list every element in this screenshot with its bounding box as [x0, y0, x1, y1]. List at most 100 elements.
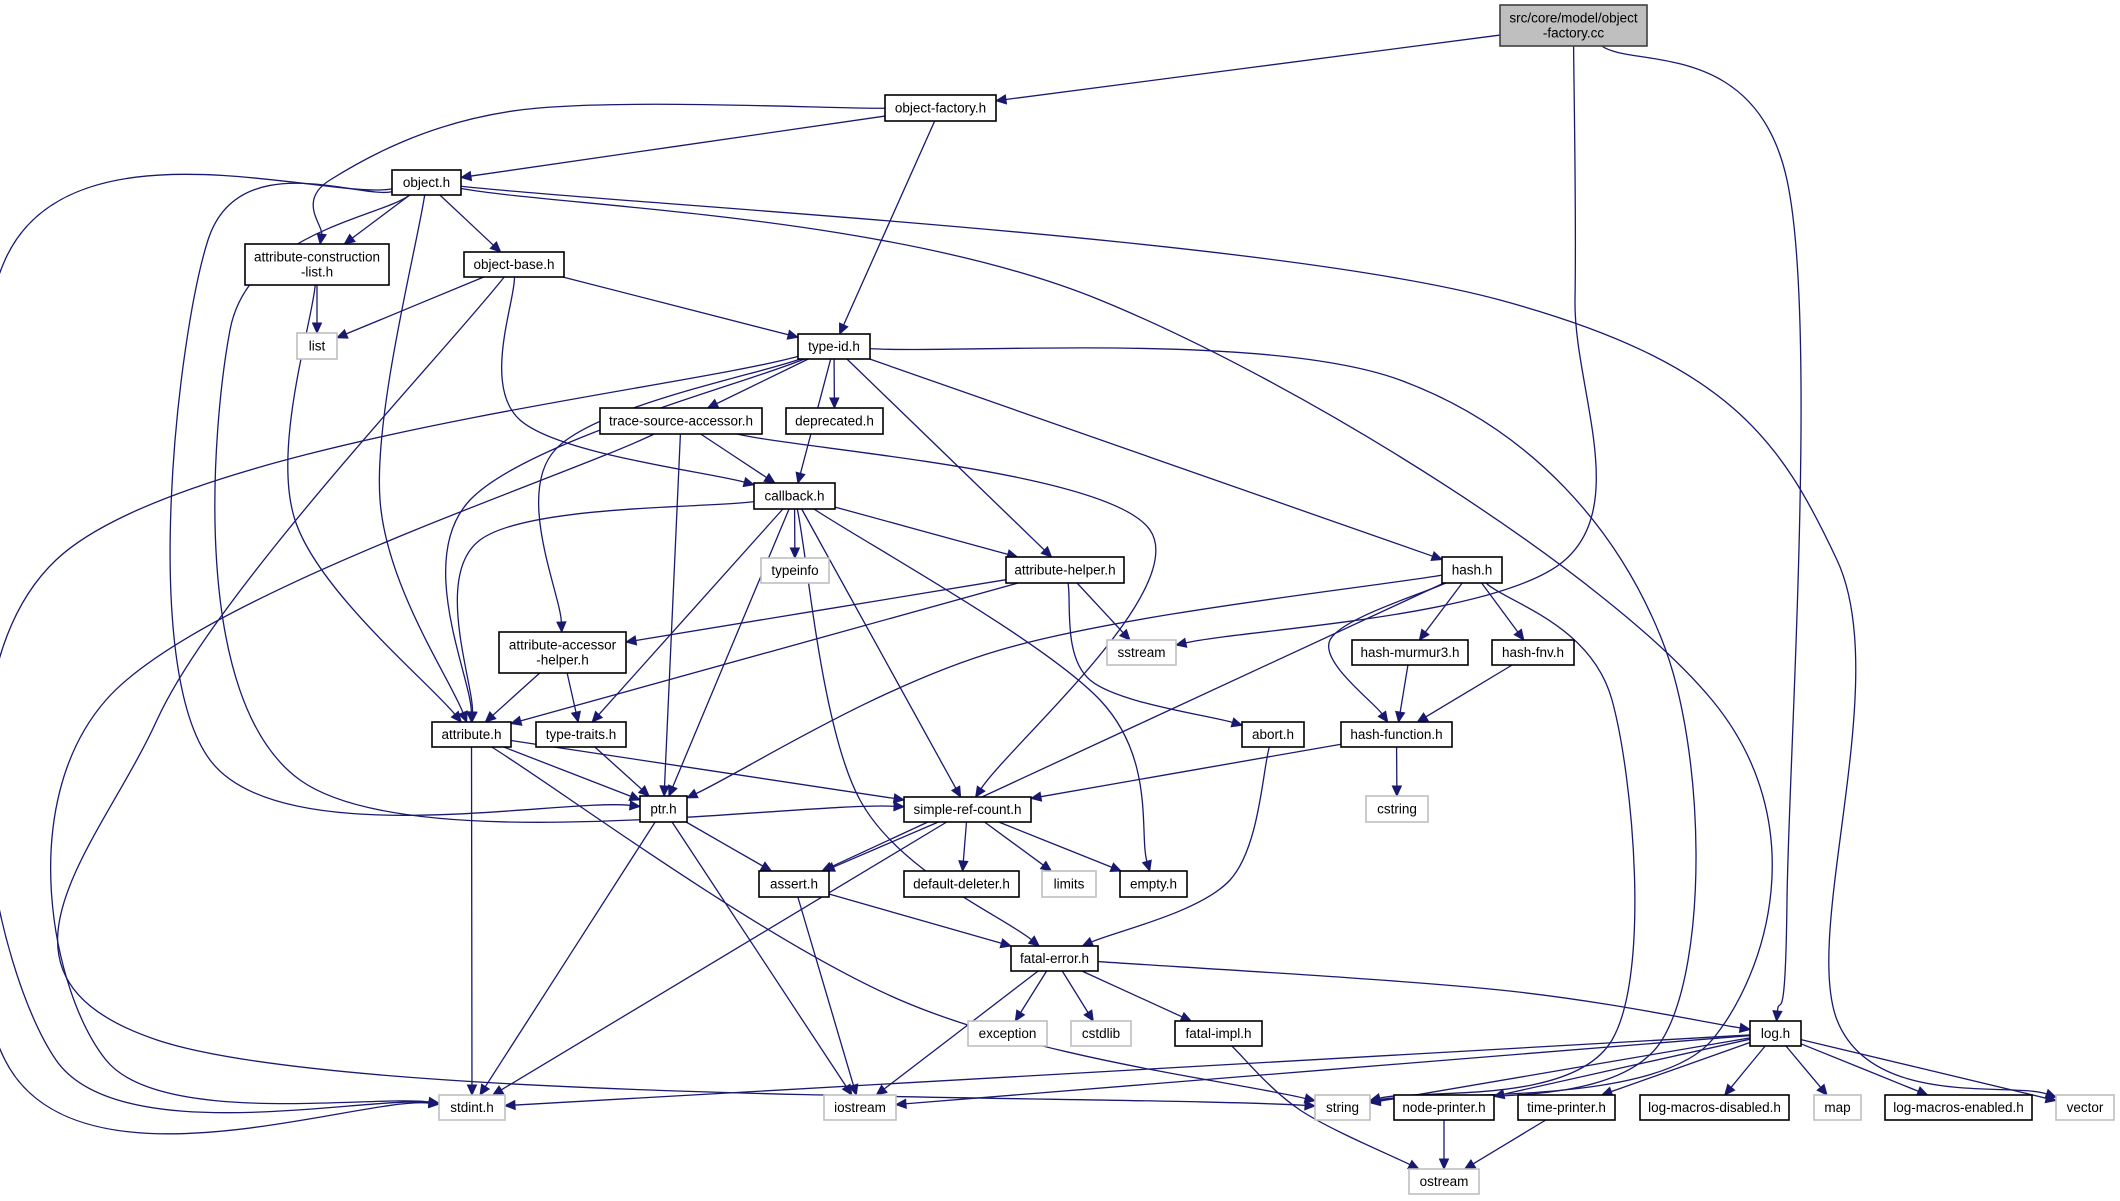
node-box[interactable] — [903, 796, 1032, 823]
node-object-base-h[interactable]: object-base.h — [463, 251, 565, 278]
node-exception[interactable]: exception — [967, 1020, 1048, 1047]
node-iostream[interactable]: iostream — [823, 1094, 897, 1121]
node-simple-ref-count-h[interactable]: simple-ref-count.h — [903, 796, 1032, 823]
node-callback-h[interactable]: callback.h — [753, 482, 836, 510]
node-type-traits-h[interactable]: type-traits.h — [535, 721, 627, 748]
node-vector[interactable]: vector — [2055, 1094, 2115, 1121]
node-box[interactable] — [823, 1094, 897, 1121]
node-box[interactable] — [296, 332, 338, 360]
node-box[interactable] — [1174, 1020, 1263, 1047]
node-fatal-impl-h[interactable]: fatal-impl.h — [1174, 1020, 1263, 1047]
node-box[interactable] — [639, 795, 688, 823]
node-box[interactable] — [903, 870, 1020, 898]
node-hash-murmur3-h[interactable]: hash-murmur3.h — [1351, 639, 1469, 666]
node-hash-h[interactable]: hash.h — [1441, 556, 1503, 584]
node-box[interactable] — [1639, 1094, 1790, 1121]
node-box[interactable] — [797, 333, 871, 360]
node-attribute-helper-h[interactable]: attribute-helper.h — [1005, 556, 1125, 584]
node-fatal-error-h[interactable]: fatal-error.h — [1010, 945, 1099, 972]
node-box[interactable] — [1005, 556, 1125, 584]
node-type-id-h[interactable]: type-id.h — [797, 333, 871, 360]
edge-log-h-to-map — [1785, 1045, 1828, 1096]
edge-object-h-to-object-base-h — [439, 194, 502, 253]
node-box[interactable] — [1340, 721, 1453, 748]
node-box[interactable] — [758, 870, 830, 898]
edge-line — [378, 194, 464, 713]
node-box[interactable] — [1010, 945, 1099, 972]
node-box[interactable] — [1106, 639, 1177, 666]
node-assert-h[interactable]: assert.h — [758, 870, 830, 898]
node-object-factory-h[interactable]: object-factory.h — [884, 94, 997, 122]
node-attribute-construction-list-h[interactable]: attribute-construction-list.h — [244, 243, 390, 286]
node-default-deleter-h[interactable]: default-deleter.h — [903, 870, 1020, 898]
node-map[interactable]: map — [1813, 1094, 1862, 1121]
node-box[interactable] — [1314, 1094, 1371, 1121]
node-box[interactable] — [431, 721, 512, 748]
node-box[interactable] — [244, 243, 390, 286]
node-hash-fnv-h[interactable]: hash-fnv.h — [1491, 639, 1575, 666]
node-box[interactable] — [391, 169, 462, 196]
edge-line — [538, 358, 801, 623]
node-box[interactable] — [1517, 1094, 1616, 1121]
node-attribute-h[interactable]: attribute.h — [431, 721, 512, 748]
node-cstring[interactable]: cstring — [1365, 795, 1429, 823]
node-box[interactable] — [463, 251, 565, 278]
node-box[interactable] — [1393, 1094, 1495, 1121]
node-box[interactable] — [1491, 639, 1575, 666]
node-time-printer-h[interactable]: time-printer.h — [1517, 1094, 1616, 1121]
node-box[interactable] — [1499, 4, 1648, 47]
node-box[interactable] — [1241, 721, 1305, 748]
node-box[interactable] — [599, 407, 763, 435]
edge-line — [1503, 1038, 1751, 1095]
node-box[interactable] — [1041, 870, 1097, 898]
arrowhead-icon — [974, 785, 986, 799]
node-box[interactable] — [1119, 870, 1188, 898]
node-ptr-h[interactable]: ptr.h — [639, 795, 688, 823]
node-root[interactable]: src/core/model/object-factory.cc — [1499, 4, 1648, 47]
node-box[interactable] — [498, 631, 627, 674]
arrowhead-icon — [457, 710, 468, 724]
node-typeinfo[interactable]: typeinfo — [760, 557, 830, 584]
node-box[interactable] — [884, 94, 997, 122]
node-object-h[interactable]: object.h — [391, 169, 462, 196]
node-deprecated-h[interactable]: deprecated.h — [785, 407, 884, 435]
node-box[interactable] — [1441, 556, 1503, 584]
node-box[interactable] — [2055, 1094, 2115, 1121]
node-box[interactable] — [753, 482, 836, 510]
edge-line — [1785, 1045, 1822, 1088]
edge-line — [1327, 582, 1446, 715]
node-box[interactable] — [1813, 1094, 1862, 1121]
node-label: default-deleter.h — [913, 877, 1010, 892]
node-box[interactable] — [785, 407, 884, 435]
node-log-macros-enabled-h[interactable]: log-macros-enabled.h — [1884, 1094, 2033, 1121]
node-box[interactable] — [535, 721, 627, 748]
node-list[interactable]: list — [296, 332, 338, 360]
node-log-macros-disabled-h[interactable]: log-macros-disabled.h — [1639, 1094, 1790, 1121]
node-box[interactable] — [1408, 1168, 1480, 1195]
node-label: cstdlib — [1082, 1026, 1120, 1041]
node-trace-source-accessor-h[interactable]: trace-source-accessor.h — [599, 407, 763, 435]
node-attribute-accessor-helper-h[interactable]: attribute-accessor-helper.h — [498, 631, 627, 674]
node-ostream[interactable]: ostream — [1408, 1168, 1480, 1195]
node-box[interactable] — [1351, 639, 1469, 666]
edge-line — [484, 821, 656, 1087]
node-box[interactable] — [1749, 1020, 1802, 1047]
node-empty-h[interactable]: empty.h — [1119, 870, 1188, 898]
node-box[interactable] — [438, 1094, 506, 1121]
node-limits[interactable]: limits — [1041, 870, 1097, 898]
node-log-h[interactable]: log.h — [1749, 1020, 1802, 1047]
node-string[interactable]: string — [1314, 1094, 1371, 1121]
arrowhead-icon — [484, 711, 497, 723]
node-stdint-h[interactable]: stdint.h — [438, 1094, 506, 1121]
node-hash-function-h[interactable]: hash-function.h — [1340, 721, 1453, 748]
node-abort-h[interactable]: abort.h — [1241, 721, 1305, 748]
node-label: stdint.h — [450, 1100, 494, 1115]
node-cstdlib[interactable]: cstdlib — [1070, 1020, 1132, 1047]
node-box[interactable] — [967, 1020, 1048, 1047]
node-box[interactable] — [1365, 795, 1429, 823]
node-box[interactable] — [760, 557, 830, 584]
node-node-printer-h[interactable]: node-printer.h — [1393, 1094, 1495, 1121]
node-box[interactable] — [1884, 1094, 2033, 1121]
node-box[interactable] — [1070, 1020, 1132, 1047]
node-sstream[interactable]: sstream — [1106, 639, 1177, 666]
